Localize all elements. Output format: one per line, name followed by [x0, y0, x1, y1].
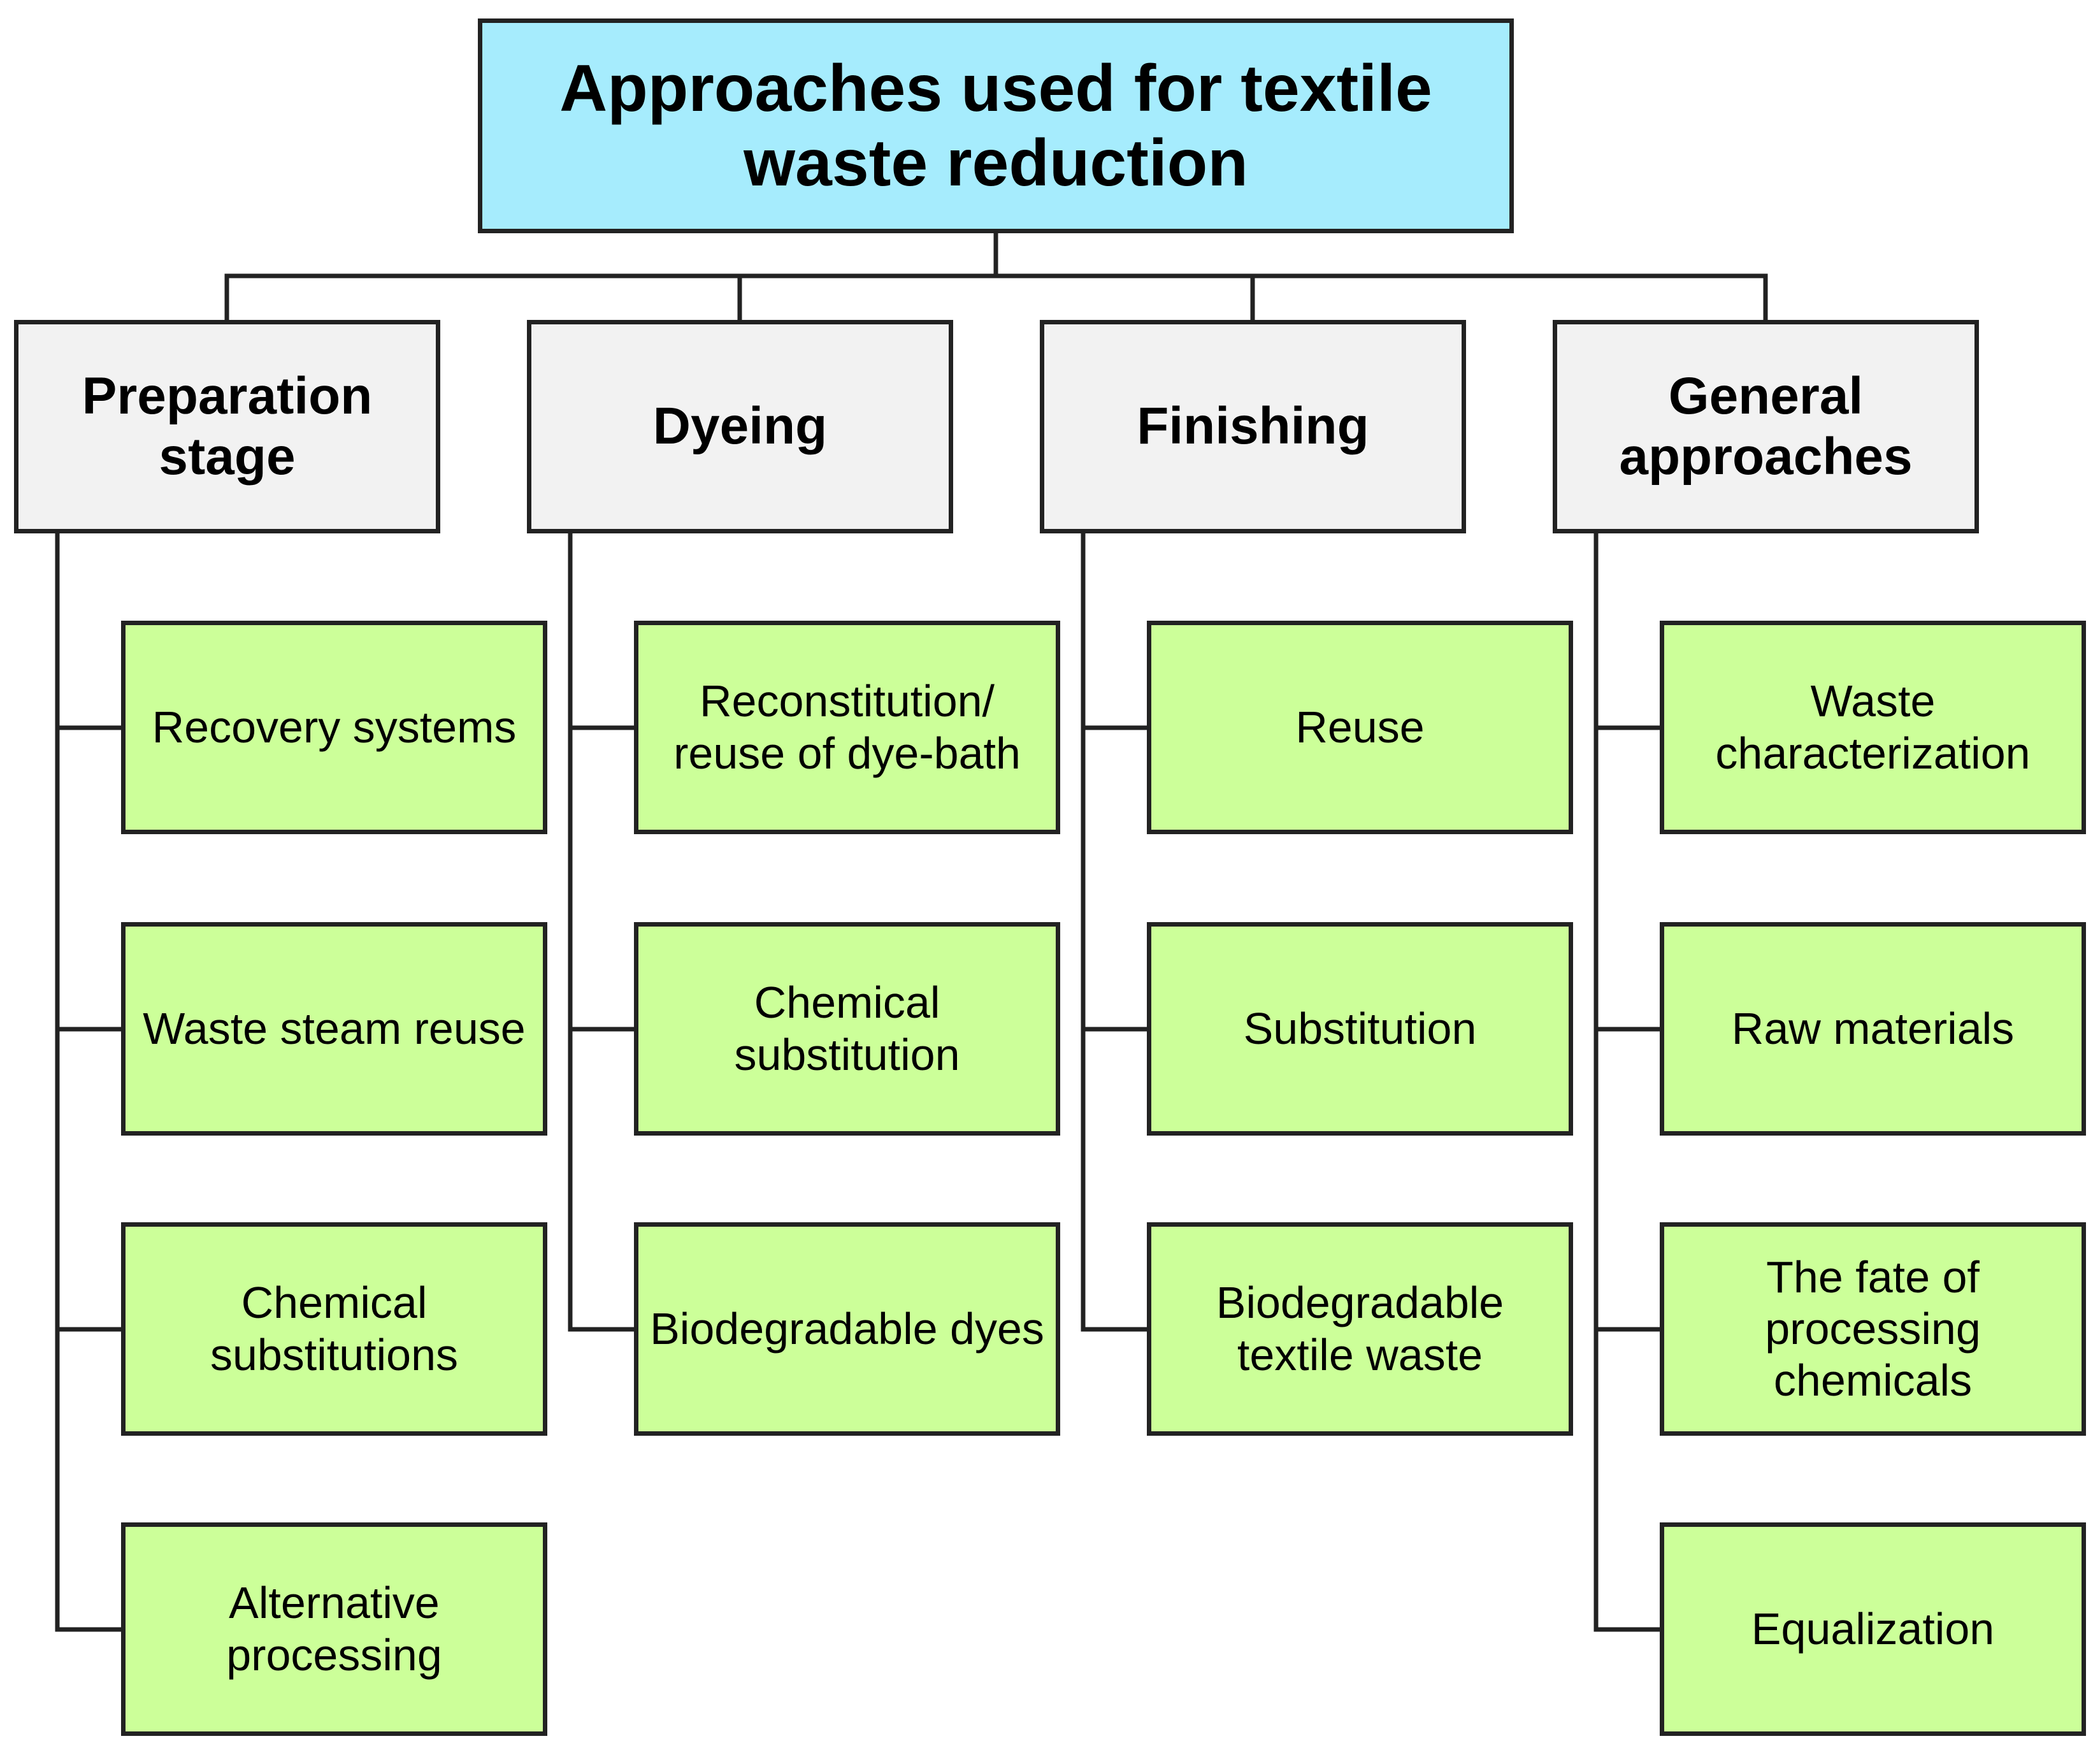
item-box-general-2: Raw materials [1660, 922, 2086, 1136]
category-box-preparation: Preparation stage [14, 320, 440, 533]
item-box-finishing-1: Reuse [1147, 621, 1573, 834]
item-label: Waste characterization [1715, 676, 2031, 778]
item-label: Recovery systems [152, 702, 517, 752]
item-box-dyeing-3: Biodegradable dyes [634, 1222, 1060, 1436]
item-box-preparation-2: Waste steam reuse [121, 922, 547, 1136]
item-label: Equalization [1751, 1603, 1995, 1654]
category-label-preparation: Preparation stage [82, 367, 373, 486]
item-box-dyeing-2: Chemical substitution [634, 922, 1060, 1136]
item-label: Chemical substitution [734, 978, 960, 1080]
item-box-general-4: Equalization [1660, 1522, 2086, 1736]
item-box-preparation-4: Alternative processing [121, 1522, 547, 1736]
item-label: Reuse [1295, 702, 1425, 752]
item-label: The fate of processing chemicals [1765, 1252, 1981, 1406]
item-label: Reconstitution/ reuse of dye-bath [673, 676, 1021, 778]
item-box-general-1: Waste characterization [1660, 621, 2086, 834]
root-box: Approaches used for textile waste reduct… [478, 18, 1514, 233]
item-label: Biodegradable textile waste [1216, 1278, 1504, 1380]
category-label-dyeing: Dyeing [652, 397, 828, 456]
category-label-finishing: Finishing [1137, 397, 1369, 456]
item-label: Chemical substitutions [210, 1278, 459, 1380]
item-label: Raw materials [1731, 1003, 2015, 1053]
item-box-finishing-2: Substitution [1147, 922, 1573, 1136]
item-label: Alternative processing [226, 1578, 442, 1680]
category-box-finishing: Finishing [1040, 320, 1466, 533]
item-box-general-3: The fate of processing chemicals [1660, 1222, 2086, 1436]
root-title: Approaches used for textile waste reduct… [559, 52, 1432, 200]
item-label: Substitution [1243, 1003, 1477, 1053]
category-box-general: General approaches [1553, 320, 1979, 533]
category-box-dyeing: Dyeing [527, 320, 953, 533]
item-label: Biodegradable dyes [650, 1303, 1044, 1354]
item-box-preparation-1: Recovery systems [121, 621, 547, 834]
item-label: Waste steam reuse [143, 1003, 526, 1053]
item-box-finishing-3: Biodegradable textile waste [1147, 1222, 1573, 1436]
item-box-dyeing-1: Reconstitution/ reuse of dye-bath [634, 621, 1060, 834]
category-label-general: General approaches [1619, 367, 1913, 486]
item-box-preparation-3: Chemical substitutions [121, 1222, 547, 1436]
